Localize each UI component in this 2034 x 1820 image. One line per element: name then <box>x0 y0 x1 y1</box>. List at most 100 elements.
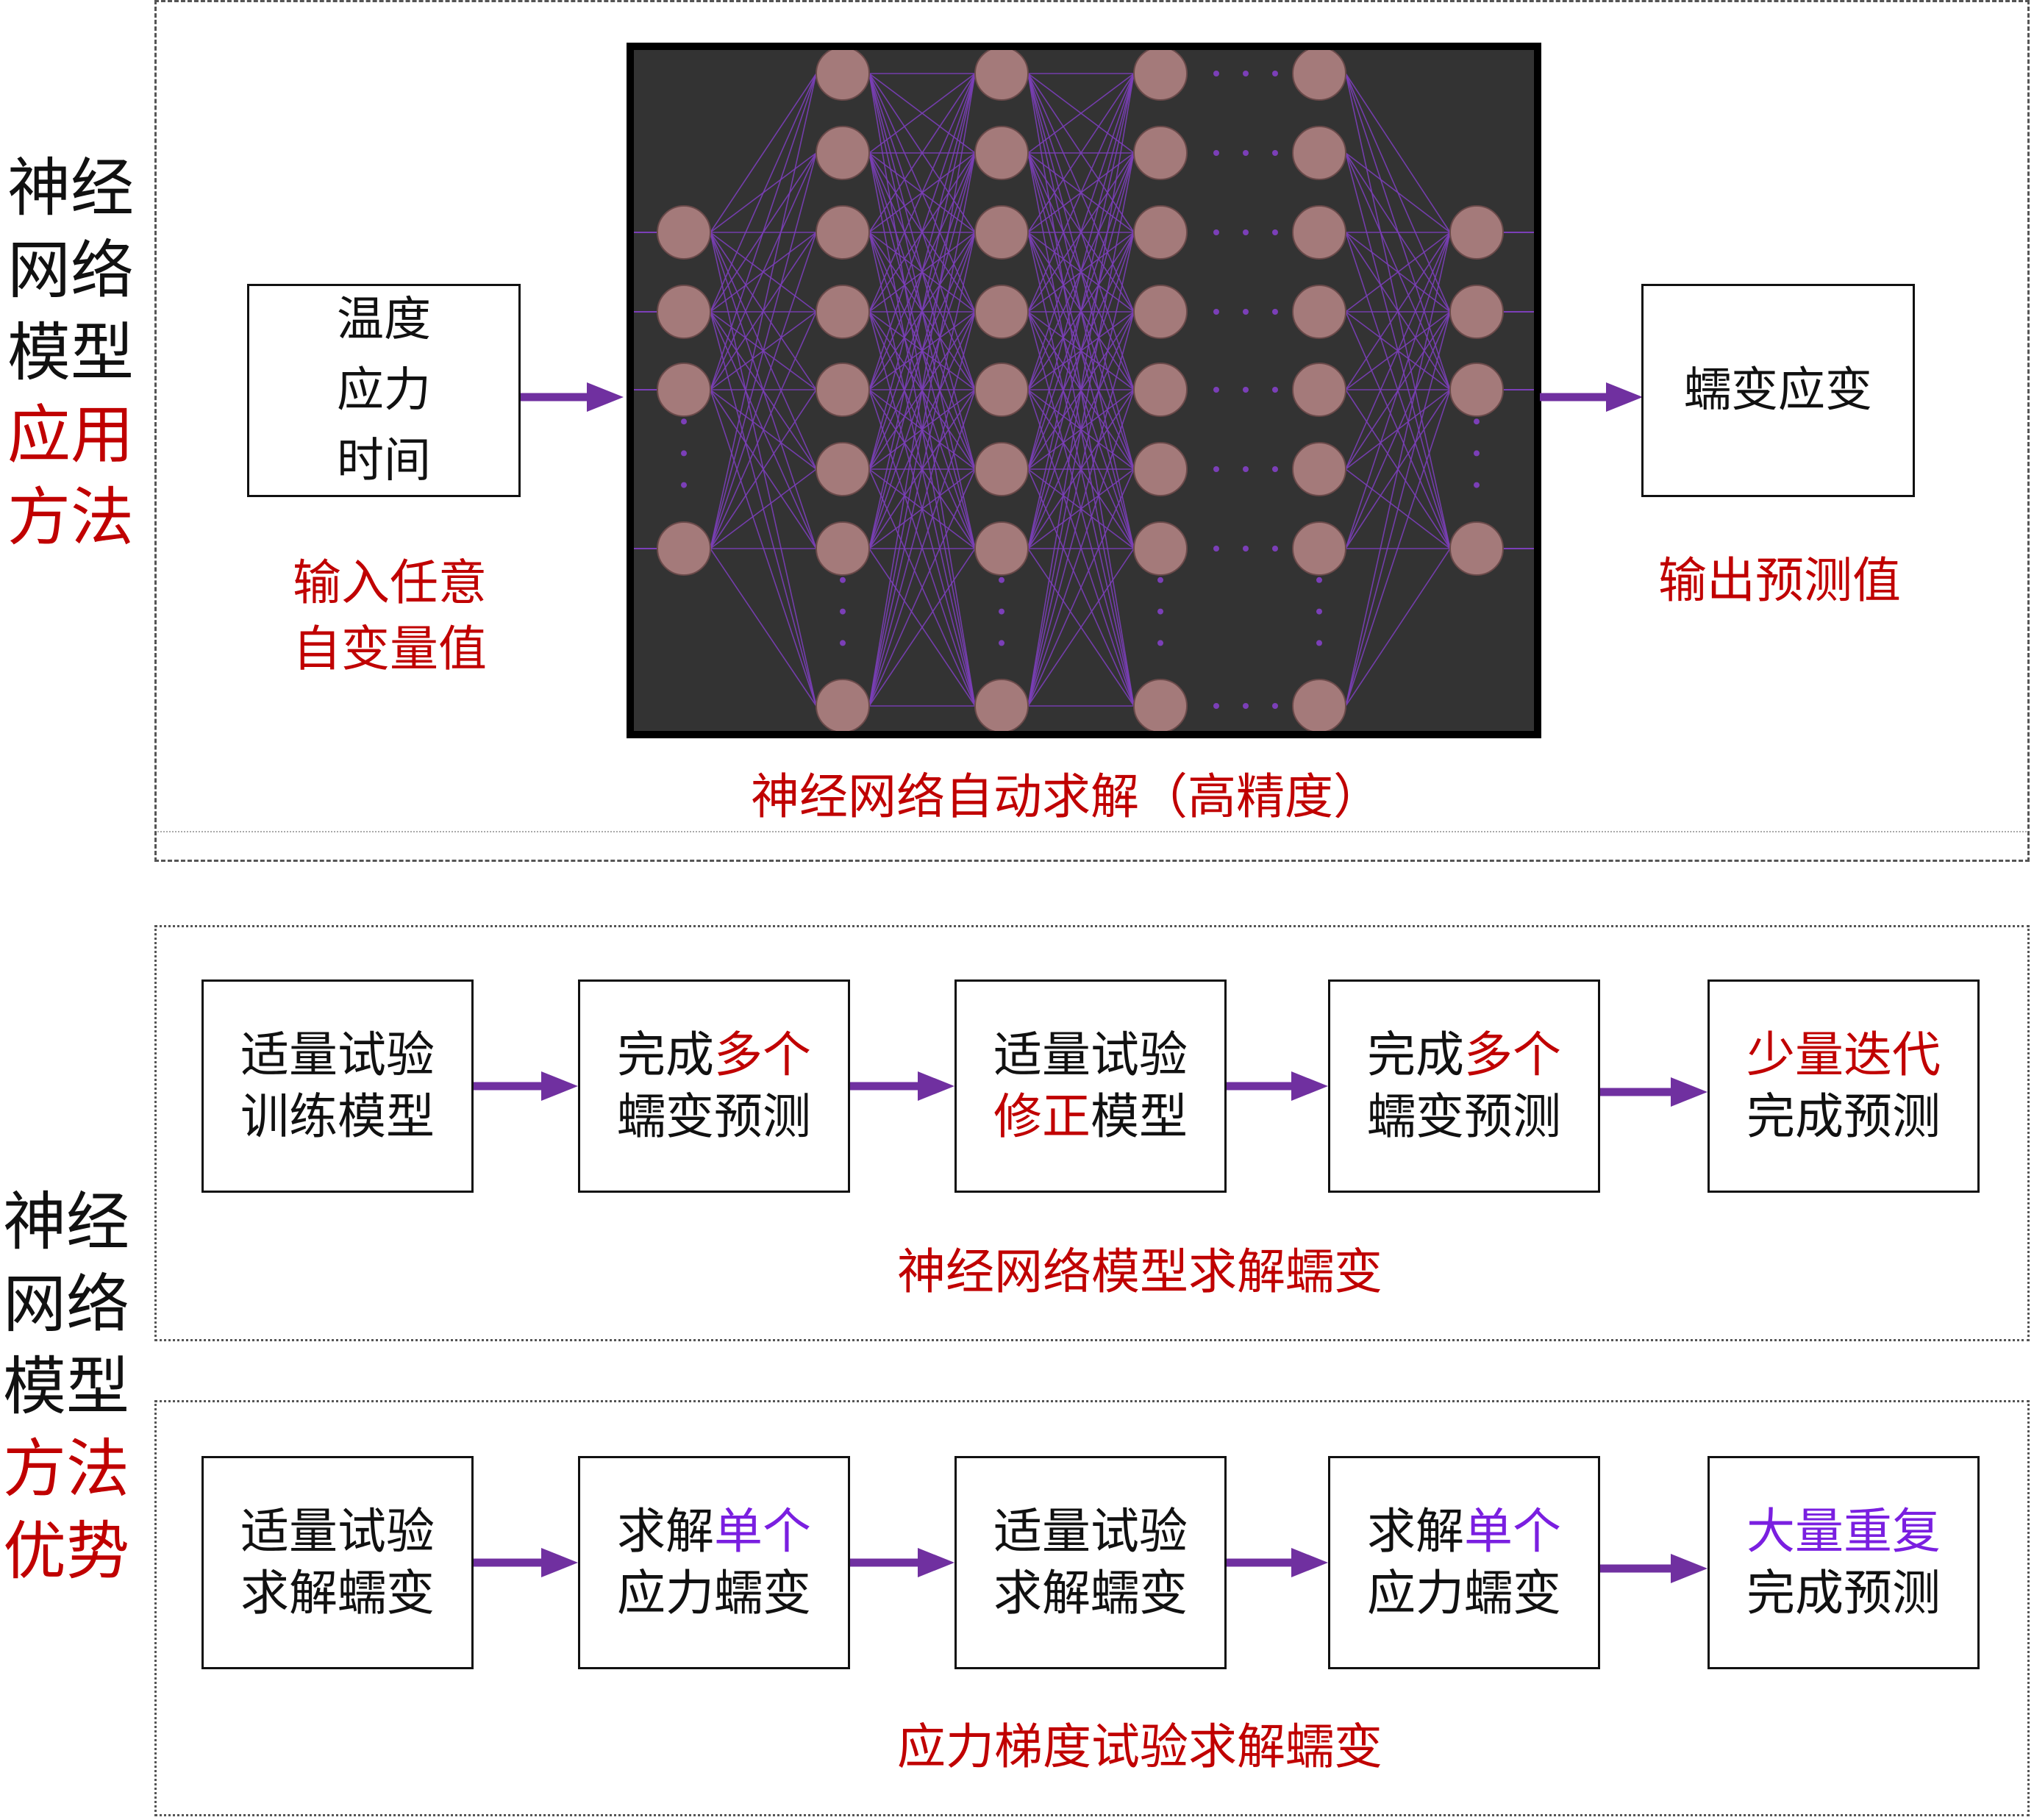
flow-step-text: 模型 <box>1091 1088 1188 1145</box>
application-panel <box>154 0 2030 862</box>
ellipsis-dot <box>999 640 1004 646</box>
flow-step-text: 训练模型 <box>240 1088 435 1145</box>
flow-step-line: 适量试验 <box>993 1024 1188 1086</box>
ellipsis-dot <box>1243 466 1249 472</box>
neural-network-diagram <box>627 43 1541 738</box>
flow-step-text: 应力蠕变 <box>617 1565 811 1621</box>
flow-step-line: 大量重复 <box>1746 1501 1941 1563</box>
flow-step-text: 完成 <box>1367 1027 1464 1083</box>
side-label-line: 网络 <box>7 234 134 307</box>
output-box: 蠕变应变 <box>1641 284 1915 497</box>
connection-line <box>1027 548 1135 707</box>
output-arrow <box>1540 382 1643 412</box>
connection-line <box>868 73 976 233</box>
connection-line <box>1345 232 1451 470</box>
ellipsis-dot <box>1316 608 1322 615</box>
connection-line <box>710 311 817 549</box>
flow-step-line: 完成预测 <box>1746 1563 1941 1624</box>
neuron-node <box>974 285 1029 339</box>
neuron-node <box>1292 363 1346 417</box>
ellipsis-dot <box>1213 309 1219 315</box>
neuron-node <box>1133 363 1188 417</box>
flow-step-line: 应力蠕变 <box>617 1563 811 1624</box>
flow-arrow <box>1600 1077 1708 1107</box>
flow-stress-gradient-caption: 应力梯度试验求解蠕变 <box>897 1719 1382 1775</box>
connection-line <box>1027 152 1135 707</box>
ellipsis-dot <box>1213 229 1219 235</box>
flow-arrow <box>474 1071 578 1101</box>
connection-line <box>868 73 976 313</box>
ellipsis-dot <box>1272 466 1278 472</box>
flow-step-line: 求解蠕变 <box>240 1563 435 1624</box>
connection-line <box>1345 311 1451 707</box>
ellipsis-dot <box>1272 229 1278 235</box>
ellipsis-dot <box>840 608 846 615</box>
neuron-node <box>1292 285 1346 339</box>
neuron-node <box>1133 679 1188 733</box>
neuron-node <box>816 205 870 260</box>
flow-step-text: 多个 <box>714 1027 811 1083</box>
flow-step-text: 修正 <box>993 1088 1091 1145</box>
connection-line <box>1027 152 1135 549</box>
flow-panel-training <box>154 925 2030 1341</box>
neuron-node <box>816 126 870 180</box>
connection-line <box>1345 232 1451 313</box>
flow-step-line: 应力蠕变 <box>1367 1563 1561 1624</box>
caption-line: 输入任意 <box>293 554 487 611</box>
flow-arrow <box>1227 1071 1328 1101</box>
connection-line <box>1027 73 1135 233</box>
ellipsis-dot <box>840 640 846 646</box>
flow-step-line: 适量试验 <box>240 1501 435 1563</box>
neuron-node <box>974 126 1029 180</box>
connection-line <box>1345 548 1451 707</box>
neuron-node <box>816 285 870 339</box>
connection-line <box>868 73 976 154</box>
ellipsis-dot <box>1243 229 1249 235</box>
flow-arrow <box>850 1071 954 1101</box>
connection-line <box>710 152 817 390</box>
ellipsis-dot <box>1243 703 1249 709</box>
connection-line <box>868 73 976 549</box>
connection-line <box>710 548 817 707</box>
ellipsis-dot <box>681 450 687 457</box>
connection-line <box>868 73 976 470</box>
side-label-advantage: 神经 网络 模型 方法 优势 <box>3 1181 150 1593</box>
flow-step-line: 适量试验 <box>993 1501 1188 1563</box>
flow-step-text: 蠕变预测 <box>1367 1088 1561 1145</box>
connection-line <box>710 232 817 549</box>
caption-line: 自变量值 <box>293 621 487 677</box>
connection-line <box>710 73 817 390</box>
ellipsis-dot <box>1213 703 1219 709</box>
ellipsis-dot <box>1272 150 1278 156</box>
ellipsis-dot <box>1213 387 1219 393</box>
flow-step-box: 适量试验训练模型 <box>201 979 474 1193</box>
ellipsis-dot <box>1157 577 1163 583</box>
flow-arrow <box>474 1548 578 1577</box>
ellipsis-dot <box>1213 466 1219 472</box>
ellipsis-dot <box>1272 387 1278 393</box>
ellipsis-dot <box>1272 309 1278 315</box>
ellipsis-dot <box>1272 71 1278 76</box>
ellipsis-dot <box>1157 640 1163 646</box>
flow-step-text: 单个 <box>714 1503 811 1560</box>
neuron-node <box>974 46 1029 101</box>
output-label: 蠕变应变 <box>1684 363 1872 418</box>
flow-step-box: 适量试验修正模型 <box>954 979 1227 1193</box>
ellipsis-dot <box>1243 71 1249 76</box>
flow-step-box: 完成多个蠕变预测 <box>1328 979 1600 1193</box>
neuron-node <box>1292 126 1346 180</box>
flow-step-text: 求解蠕变 <box>993 1565 1188 1621</box>
neuron-node <box>816 363 870 417</box>
flow-step-text: 完成 <box>617 1027 714 1083</box>
flow-step-box: 求解单个应力蠕变 <box>578 1456 850 1669</box>
side-label-line: 模型 <box>3 1350 129 1424</box>
flow-step-text: 适量试验 <box>993 1027 1188 1083</box>
connection-line <box>1027 73 1135 470</box>
connection-line <box>710 389 817 549</box>
flow-step-line: 完成多个 <box>617 1024 811 1086</box>
side-label-line: 神经 <box>3 1185 129 1259</box>
panel-inner-line <box>157 831 2027 832</box>
flow-step-line: 蠕变预测 <box>1367 1086 1561 1148</box>
connection-line <box>710 468 817 549</box>
flow-step-text: 少量迭代 <box>1746 1027 1941 1083</box>
